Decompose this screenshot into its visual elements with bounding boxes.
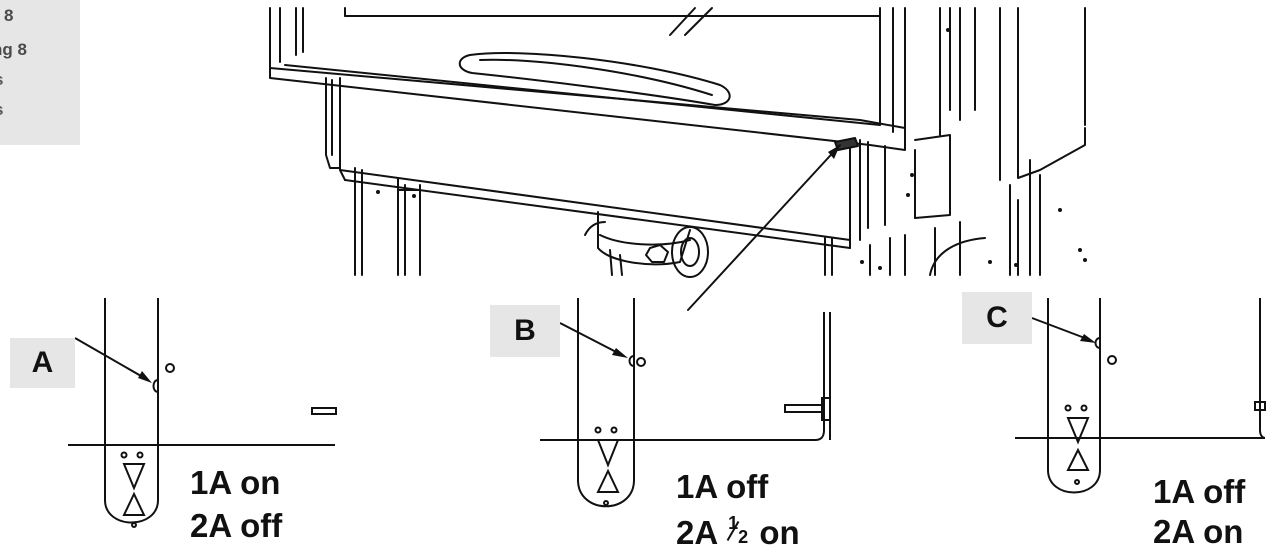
callout-c-label: C	[962, 292, 1032, 344]
side-text-2: ng 8	[0, 40, 27, 59]
oven-illustration	[269, 7, 1086, 278]
setting-a-line1: 1A on	[190, 464, 281, 501]
fraction-numerator: 1	[728, 513, 739, 533]
side-text-4: s	[0, 100, 3, 120]
setting-b-line2: 2A 1 2 on	[676, 513, 800, 551]
latch-detail-a	[68, 298, 337, 528]
setting-a-line2: 2A off	[190, 507, 283, 544]
callout-b-label: B	[490, 305, 560, 357]
cropped-side-panel: 8 ng 8 s s	[0, 0, 80, 145]
setting-b-prefix: 2A	[676, 514, 717, 551]
setting-b-line1: 1A off	[676, 468, 769, 505]
half-fraction: 1 2	[726, 513, 750, 547]
setting-c-line1: 1A off	[1153, 473, 1246, 510]
setting-c-line2: 2A on	[1153, 513, 1244, 550]
latch-detail-c	[1015, 298, 1266, 494]
side-text-3: s	[0, 70, 3, 90]
setting-b-suffix: on	[759, 514, 800, 551]
callout-a-label: A	[10, 338, 75, 388]
fraction-denominator: 2	[738, 527, 749, 547]
side-text-1: 8	[4, 6, 14, 25]
latch-detail-b	[540, 298, 831, 508]
